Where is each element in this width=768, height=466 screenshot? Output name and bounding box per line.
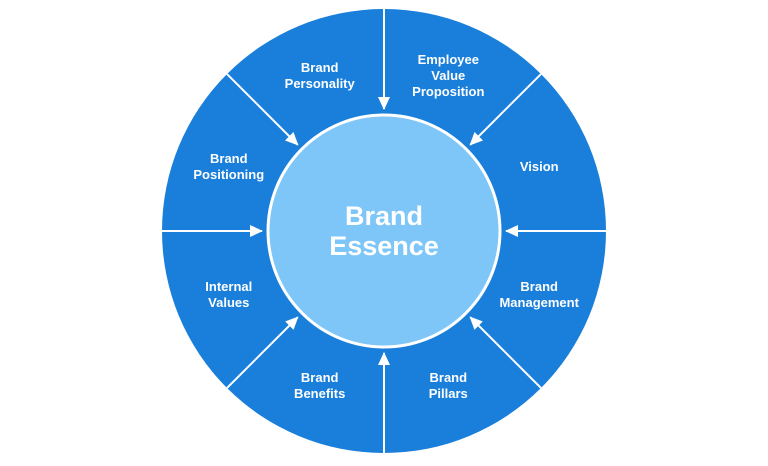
segment-label-line: Brand	[429, 370, 468, 386]
segment-label-line: Employee	[417, 51, 479, 67]
segment-label-line: Personality	[284, 75, 355, 91]
divider-arrow	[469, 316, 542, 389]
segment-label-line: Value	[431, 67, 466, 83]
center-label-line2: Essence	[329, 231, 439, 261]
center-circle	[266, 113, 502, 349]
segment-label-line: Management	[499, 295, 579, 311]
segment-label-line: Brand	[520, 279, 558, 295]
segment-label-line: Benefits	[294, 386, 346, 402]
segment-label-line: Pillars	[428, 386, 468, 402]
center-label-line1: Brand	[344, 201, 423, 231]
segment-label-line: Proposition	[412, 83, 485, 99]
segment-label-line: Brand	[300, 370, 339, 386]
segment-label-line: Internal	[205, 279, 253, 295]
center-label: Brand Essence	[329, 201, 439, 261]
segment-dividers	[162, 9, 606, 453]
divider-arrow	[226, 316, 299, 389]
segment-label-line: Brand	[300, 59, 339, 75]
segment-label-line: Brand	[210, 150, 248, 166]
divider-arrow	[469, 73, 542, 146]
segment-label-vision: Vision	[520, 159, 559, 175]
divider-arrow	[226, 73, 299, 146]
segment-label-line: Positioning	[193, 166, 265, 182]
segment-label-line: Values	[208, 295, 250, 311]
segment-label-line: Vision	[519, 158, 559, 174]
